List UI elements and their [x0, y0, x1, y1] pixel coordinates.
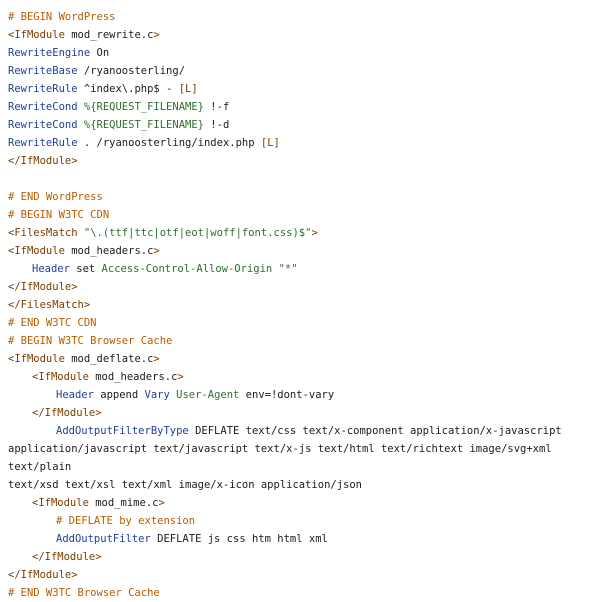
code-token: "\.(ttf|ttc|otf|eot|woff|font.css)$": [83, 227, 312, 239]
code-token: </IfModule>: [8, 281, 78, 293]
code-line: </IfModule>: [8, 278, 598, 296]
code-token: </IfModule>: [8, 155, 78, 167]
code-token: Header: [56, 389, 94, 401]
code-token: Vary: [144, 389, 170, 401]
code-token: DEFLATE text/css text/x-component applic…: [188, 425, 562, 437]
code-token: AddOutputFilterByType: [56, 425, 189, 437]
code-line: RewriteCond %{REQUEST_FILENAME} !-d: [8, 116, 598, 134]
code-token: Header: [32, 263, 70, 275]
code-token: !-d: [203, 119, 230, 131]
code-line: </FilesMatch>: [8, 296, 598, 314]
code-token: >: [153, 29, 160, 41]
code-token: . /ryanoosterling/index.php: [77, 137, 261, 149]
code-line: <IfModule mod_headers.c>: [8, 242, 598, 260]
code-token: <IfModule: [32, 371, 89, 383]
code-line: text/xsd text/xsl text/xml image/x-icon …: [8, 476, 598, 494]
code-token: RewriteRule: [8, 83, 78, 95]
code-token: # BEGIN W3TC CDN: [8, 209, 110, 221]
code-line: <FilesMatch "\.(ttf|ttc|otf|eot|woff|fon…: [8, 224, 598, 242]
code-token: >: [311, 227, 318, 239]
code-line: application/javascript text/javascript t…: [8, 440, 598, 476]
code-line: <IfModule mod_deflate.c>: [8, 350, 598, 368]
code-line: # END WordPress: [8, 188, 598, 206]
code-token: <IfModule: [8, 29, 65, 41]
code-token: %{REQUEST_FILENAME}: [83, 101, 204, 113]
code-token: [L]: [260, 137, 280, 149]
code-line: Header append Vary User-Agent env=!dont-…: [8, 386, 598, 404]
code-line: </IfModule>: [8, 404, 598, 422]
code-token: On: [90, 47, 110, 59]
code-line: [8, 170, 598, 188]
code-token: <FilesMatch: [8, 227, 78, 239]
code-token: !-f: [203, 101, 230, 113]
code-token: env=!dont-vary: [239, 389, 335, 401]
code-line: # END W3TC Browser Cache: [8, 584, 598, 602]
code-token: DEFLATE js css htm html xml: [150, 533, 328, 545]
code-token: set: [69, 263, 102, 275]
code-line: RewriteEngine On: [8, 44, 598, 62]
code-token: /ryanoosterling/: [77, 65, 186, 77]
code-line: </IfModule>: [8, 548, 598, 566]
code-token: # END W3TC CDN: [8, 317, 97, 329]
code-token: <IfModule: [8, 353, 65, 365]
code-token: # END WordPress: [8, 191, 103, 203]
code-token: # END W3TC Browser Cache: [8, 587, 160, 599]
code-token: <IfModule: [8, 245, 65, 257]
code-token: >: [153, 353, 160, 365]
code-token: # BEGIN WordPress: [8, 11, 116, 23]
code-token: mod_headers.c: [88, 371, 178, 383]
code-token: mod_rewrite.c: [64, 29, 154, 41]
code-token: <IfModule: [32, 497, 89, 509]
code-line: # BEGIN W3TC CDN: [8, 206, 598, 224]
code-line: # END W3TC CDN: [8, 314, 598, 332]
code-token: RewriteRule: [8, 137, 78, 149]
code-token: RewriteCond: [8, 119, 78, 131]
code-token: </IfModule>: [32, 407, 102, 419]
code-token: RewriteCond: [8, 101, 78, 113]
code-token: mod_mime.c: [88, 497, 159, 509]
code-token: AddOutputFilter: [56, 533, 151, 545]
code-token: Access-Control-Allow-Origin: [101, 263, 273, 275]
code-token: # BEGIN W3TC Browser Cache: [8, 335, 173, 347]
code-token: mod_deflate.c: [64, 353, 154, 365]
code-token: [L]: [178, 83, 198, 95]
code-line: RewriteBase /ryanoosterling/: [8, 62, 598, 80]
code-token: </IfModule>: [32, 551, 102, 563]
code-token: mod_headers.c: [64, 245, 154, 257]
code-token: </FilesMatch>: [8, 299, 91, 311]
code-token: %{REQUEST_FILENAME}: [83, 119, 204, 131]
code-listing: # BEGIN WordPress <IfModule mod_rewrite.c…: [8, 8, 598, 602]
code-line: RewriteCond %{REQUEST_FILENAME} !-f: [8, 98, 598, 116]
code-token: "*": [278, 263, 298, 275]
code-line: <IfModule mod_mime.c>: [8, 494, 598, 512]
code-token: >: [153, 245, 160, 257]
code-token: text/xsd text/xsl text/xml image/x-icon …: [8, 479, 363, 491]
code-line: <IfModule mod_headers.c>: [8, 368, 598, 386]
code-token: # DEFLATE by extension: [56, 515, 196, 527]
code-line: AddOutputFilter DEFLATE js css htm html …: [8, 530, 598, 548]
code-line: </IfModule>: [8, 152, 598, 170]
code-token: RewriteBase: [8, 65, 78, 77]
code-token: User-Agent: [176, 389, 240, 401]
code-line: RewriteRule ^index\.php$ - [L]: [8, 80, 598, 98]
code-line: AddOutputFilterByType DEFLATE text/css t…: [8, 422, 598, 440]
code-token: RewriteEngine: [8, 47, 91, 59]
code-line: Header set Access-Control-Allow-Origin "…: [8, 260, 598, 278]
code-token: ^index\.php$ -: [77, 83, 179, 95]
code-token: application/javascript text/javascript t…: [8, 443, 558, 473]
code-line: # DEFLATE by extension: [8, 512, 598, 530]
code-token: </IfModule>: [8, 569, 78, 581]
code-line: </IfModule>: [8, 566, 598, 584]
code-token: append: [93, 389, 145, 401]
code-line: RewriteRule . /ryanoosterling/index.php …: [8, 134, 598, 152]
code-token: >: [158, 497, 165, 509]
code-line: # BEGIN W3TC Browser Cache: [8, 332, 598, 350]
code-token: >: [177, 371, 184, 383]
code-line: # BEGIN WordPress: [8, 8, 598, 26]
code-line: <IfModule mod_rewrite.c>: [8, 26, 598, 44]
